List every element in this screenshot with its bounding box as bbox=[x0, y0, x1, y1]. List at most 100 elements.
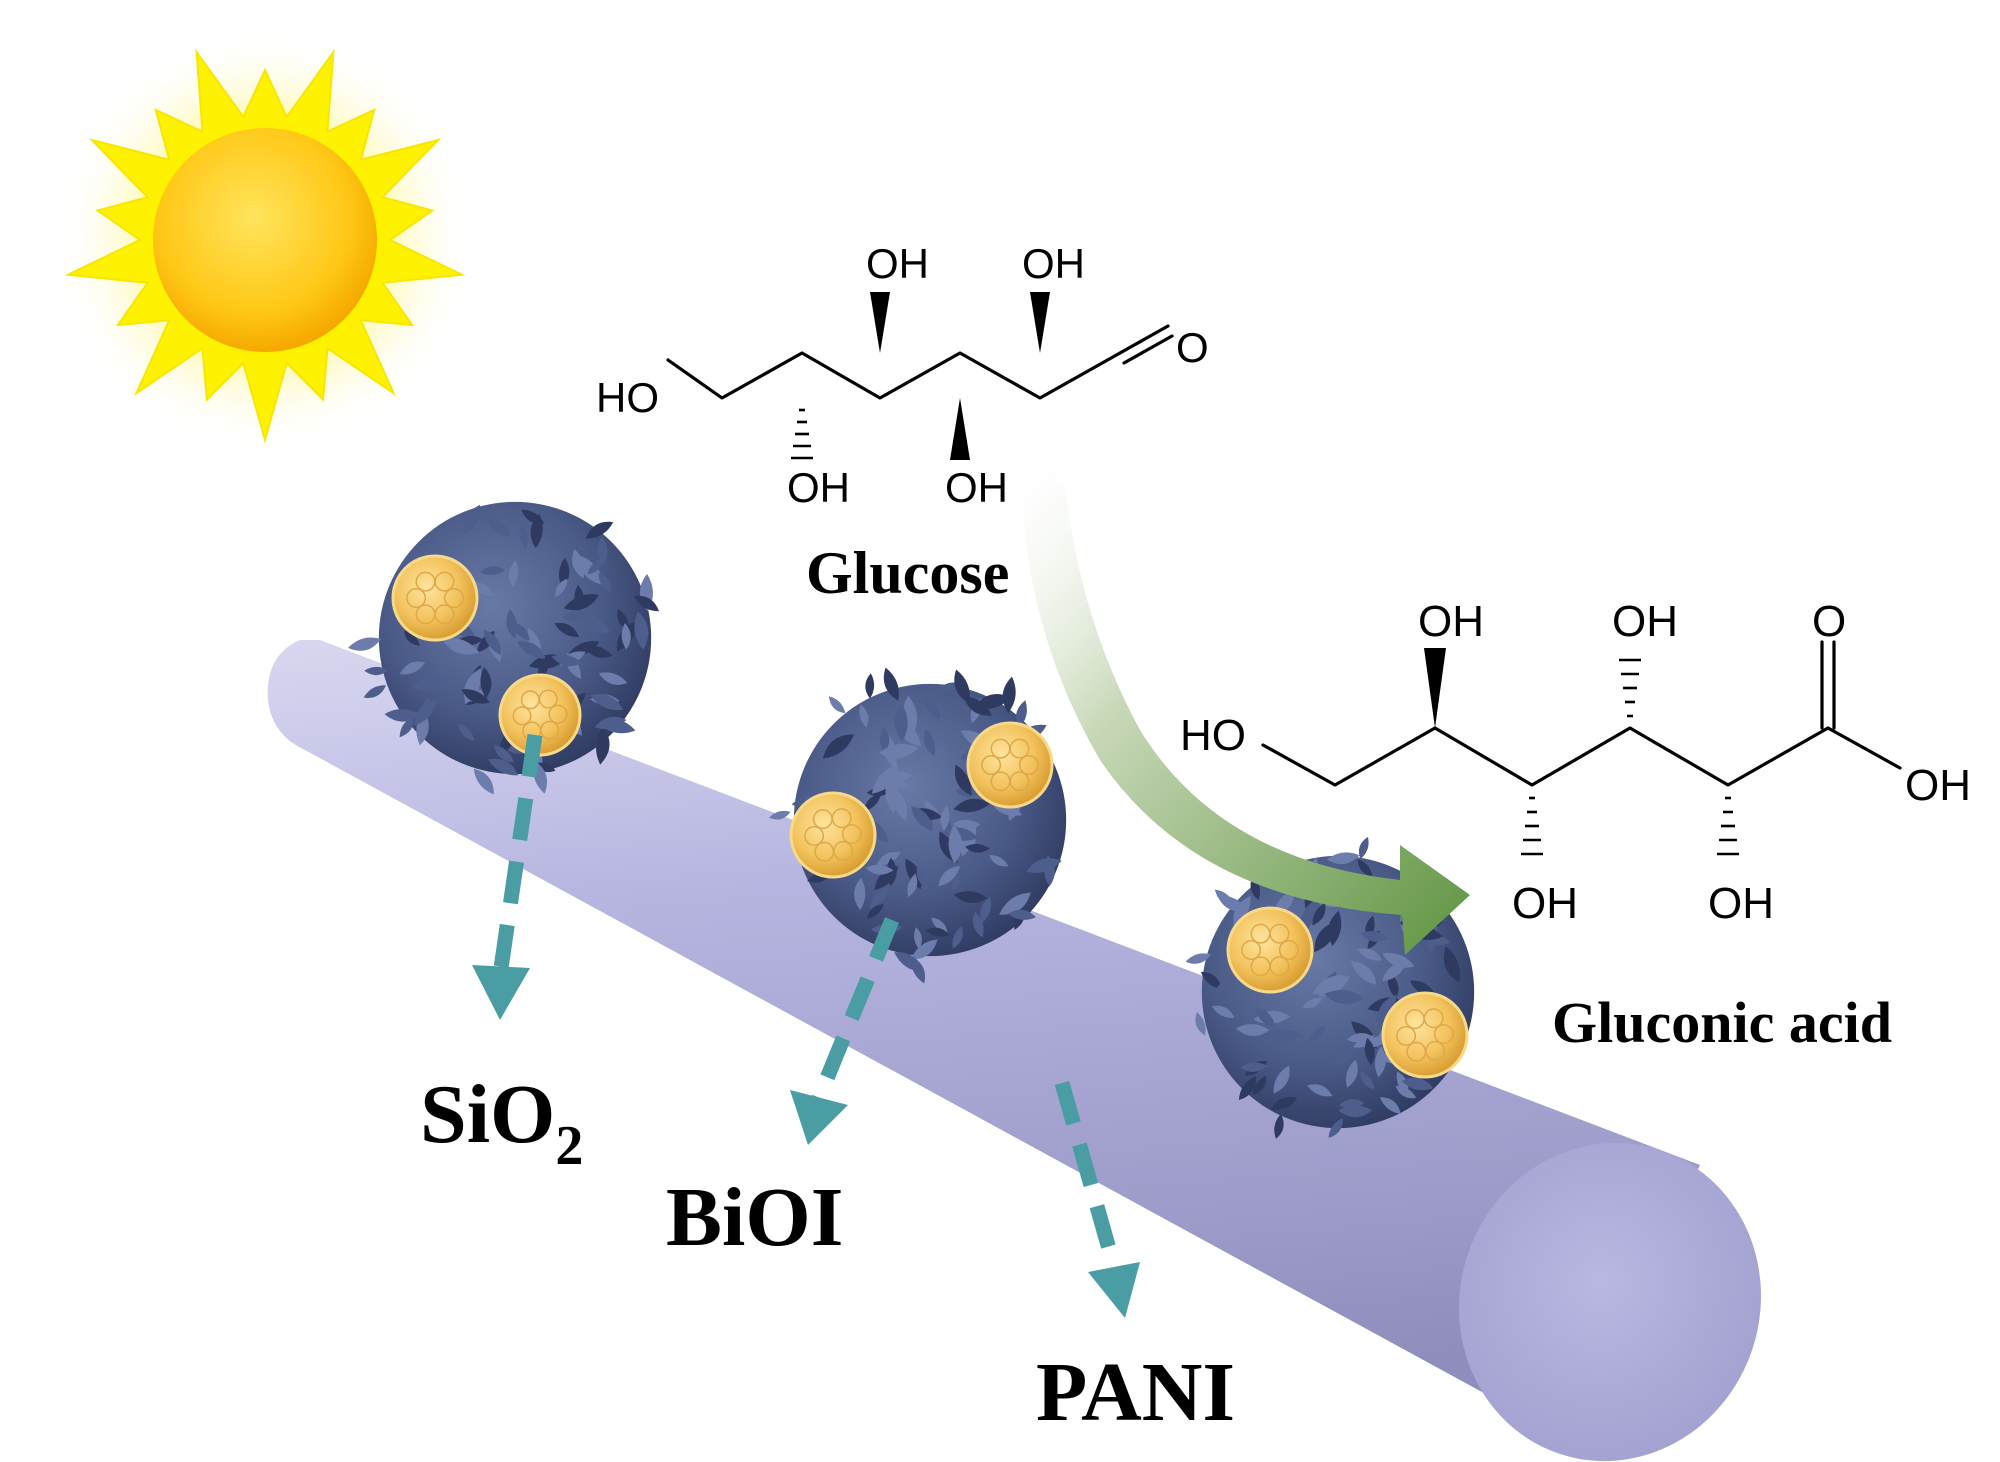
petal bbox=[1364, 1037, 1375, 1066]
petal bbox=[953, 798, 991, 813]
petal bbox=[999, 892, 1031, 915]
petal bbox=[866, 904, 884, 919]
petal bbox=[1307, 1084, 1333, 1097]
gluconic-ho: HO bbox=[1180, 711, 1246, 760]
petal bbox=[910, 956, 925, 984]
petal bbox=[461, 689, 490, 704]
petal bbox=[530, 513, 543, 549]
petal bbox=[1328, 1118, 1343, 1138]
petal bbox=[871, 764, 899, 794]
nanoparticle-texture bbox=[1250, 956, 1271, 977]
petal bbox=[1007, 909, 1036, 920]
nanoparticle-texture bbox=[1278, 940, 1299, 960]
pani-nanoparticle bbox=[1381, 991, 1469, 1079]
petal bbox=[980, 896, 992, 923]
petal bbox=[633, 595, 660, 612]
petal bbox=[1214, 889, 1235, 906]
petal bbox=[596, 726, 610, 765]
petal bbox=[1308, 1025, 1326, 1042]
petal bbox=[412, 677, 449, 692]
nanoparticle-texture bbox=[538, 689, 558, 709]
nanoparticle-texture bbox=[990, 771, 1011, 792]
petal bbox=[916, 867, 928, 890]
petal bbox=[1044, 855, 1055, 887]
petal bbox=[348, 637, 382, 651]
nanoparticle-texture bbox=[415, 604, 436, 625]
petal bbox=[463, 504, 481, 534]
flower-sio2 bbox=[348, 501, 660, 795]
flower-bioi bbox=[768, 667, 1067, 984]
petal bbox=[1211, 1005, 1235, 1018]
petal bbox=[1270, 1096, 1298, 1110]
petal bbox=[634, 611, 649, 650]
petal bbox=[1332, 1050, 1356, 1066]
petal bbox=[1443, 946, 1460, 983]
glucose-ho: HO bbox=[596, 374, 659, 421]
nanoparticle-texture bbox=[548, 704, 568, 724]
petal bbox=[905, 858, 922, 890]
petal bbox=[879, 743, 919, 759]
petal bbox=[488, 758, 519, 776]
petal bbox=[1357, 859, 1373, 877]
petal bbox=[972, 911, 984, 938]
petal bbox=[859, 704, 869, 728]
petal bbox=[923, 728, 936, 756]
petal bbox=[865, 864, 894, 875]
nanoparticle-texture bbox=[406, 588, 427, 608]
petal bbox=[894, 703, 908, 742]
petal bbox=[1326, 852, 1360, 865]
nanoparticle-texture bbox=[512, 706, 532, 726]
petal bbox=[508, 560, 519, 588]
gluconic-oh-top-1: OH bbox=[1418, 597, 1484, 646]
petal bbox=[989, 855, 1009, 867]
petal bbox=[1357, 948, 1383, 961]
petal bbox=[952, 926, 963, 949]
petal bbox=[874, 866, 899, 891]
petal bbox=[363, 685, 386, 698]
pani-label: PANI bbox=[1036, 1346, 1235, 1439]
petal bbox=[572, 548, 585, 579]
petal bbox=[399, 661, 426, 675]
petal bbox=[911, 806, 933, 832]
petal bbox=[1324, 990, 1364, 1005]
glucose-oh-top-2: OH bbox=[1022, 240, 1085, 287]
petal bbox=[876, 851, 901, 866]
petal bbox=[768, 810, 791, 820]
gluconic-oh-bottom-1: OH bbox=[1512, 879, 1578, 928]
petal bbox=[517, 641, 546, 659]
pani-nanoparticle bbox=[1226, 906, 1314, 994]
glucose-label: Glucose bbox=[806, 540, 1009, 606]
sun-icon bbox=[55, 30, 475, 450]
pani-arrow bbox=[1054, 1080, 1123, 1273]
petal bbox=[1350, 960, 1377, 985]
petal bbox=[1358, 836, 1369, 860]
petal bbox=[1338, 1105, 1373, 1118]
petal bbox=[953, 891, 988, 904]
nanoparticle-texture bbox=[804, 825, 825, 846]
nanoparticle-texture bbox=[1433, 1024, 1454, 1045]
petal bbox=[914, 927, 922, 950]
pani-nanoparticle bbox=[789, 791, 877, 879]
petal bbox=[822, 734, 854, 759]
petal bbox=[555, 578, 568, 598]
petal bbox=[1377, 994, 1397, 1024]
petal bbox=[954, 669, 970, 704]
petal bbox=[480, 666, 492, 699]
petal bbox=[551, 654, 582, 667]
petal bbox=[1214, 976, 1233, 994]
petal bbox=[1273, 1065, 1290, 1094]
hash-bond bbox=[791, 408, 813, 460]
petal bbox=[621, 623, 631, 650]
petal bbox=[441, 637, 480, 655]
petal bbox=[925, 927, 950, 937]
petal bbox=[364, 666, 389, 676]
petal bbox=[854, 877, 866, 911]
nanoparticle-texture bbox=[434, 571, 455, 592]
pani-nanoparticle bbox=[391, 554, 479, 642]
petal bbox=[486, 515, 511, 536]
gluconic-o-top: O bbox=[1812, 597, 1846, 646]
petal bbox=[584, 645, 613, 658]
petal bbox=[828, 696, 846, 714]
petal bbox=[973, 694, 1012, 710]
